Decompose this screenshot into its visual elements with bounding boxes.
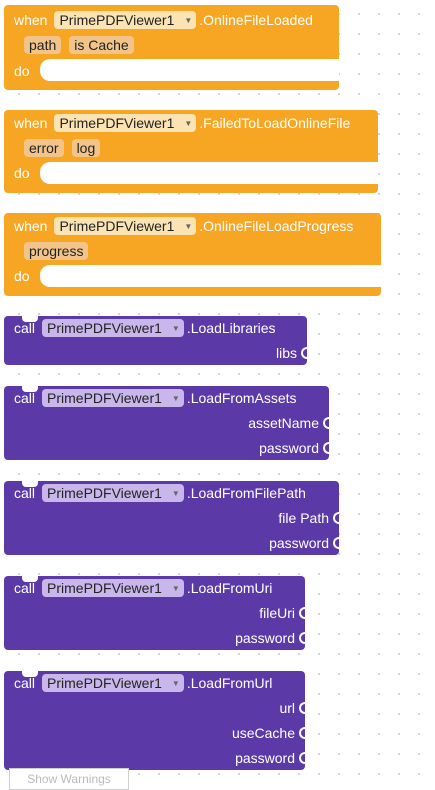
do-statement-slot[interactable] — [40, 59, 339, 81]
component-name: PrimePDFViewer1 — [47, 320, 162, 336]
component-dropdown[interactable]: PrimePDFViewer1 ▼ — [42, 319, 184, 337]
method-name: .LoadFromUri — [186, 580, 273, 596]
do-statement-slot[interactable] — [40, 162, 378, 184]
do-keyword: do — [14, 268, 30, 284]
event-block-online-file-loaded[interactable]: when PrimePDFViewer1▼ .OnlineFileLoaded … — [4, 5, 339, 90]
call-keyword: call — [14, 485, 36, 501]
param-path[interactable]: path — [24, 36, 62, 54]
arg-label-file-path: file Path — [278, 510, 329, 526]
event-name: .OnlineFileLoadProgress — [199, 218, 354, 234]
dropdown-arrow-icon: ▼ — [184, 15, 193, 25]
dropdown-arrow-icon: ▼ — [171, 678, 180, 688]
method-name: .LoadLibraries — [186, 320, 276, 336]
arg-label-password: password — [259, 440, 319, 456]
dropdown-arrow-icon: ▼ — [171, 583, 180, 593]
call-block-load-from-file-path[interactable]: call PrimePDFViewer1▼ .LoadFromFilePath … — [4, 481, 339, 555]
component-name: PrimePDFViewer1 — [59, 12, 175, 28]
block-notch — [22, 481, 38, 487]
arg-label-password: password — [235, 630, 295, 646]
input-socket-file-uri[interactable] — [299, 607, 305, 619]
block-notch — [22, 386, 38, 392]
call-block-load-from-url[interactable]: call PrimePDFViewer1 ▼ .LoadFromUrl url u… — [4, 671, 305, 770]
do-keyword: do — [14, 63, 30, 79]
call-keyword: call — [14, 580, 36, 596]
do-statement-slot[interactable] — [40, 265, 381, 287]
component-name: PrimePDFViewer1 — [47, 485, 162, 501]
dropdown-arrow-icon: ▼ — [171, 488, 180, 498]
input-socket-url[interactable] — [299, 702, 305, 714]
block-notch — [22, 576, 38, 582]
input-socket-password[interactable] — [299, 752, 305, 764]
input-socket-password[interactable] — [299, 632, 305, 644]
component-dropdown[interactable]: PrimePDFViewer1 ▼ — [42, 579, 184, 597]
component-name: PrimePDFViewer1 — [59, 115, 175, 131]
event-block-failed-to-load-online-file[interactable]: when PrimePDFViewer1 ▼ .FailedToLoadOnlin… — [4, 110, 378, 193]
component-dropdown[interactable]: PrimePDFViewer1 ▼ — [54, 217, 197, 235]
call-block-load-from-uri[interactable]: call PrimePDFViewer1 ▼ .LoadFromUri fileU… — [4, 576, 305, 650]
call-block-load-from-assets[interactable]: call PrimePDFViewer1 ▼ .LoadFromAssets as… — [4, 386, 329, 460]
method-name: .LoadFromFilePath — [186, 485, 306, 501]
component-name: PrimePDFViewer1 — [47, 675, 162, 691]
param-error[interactable]: error — [24, 139, 64, 157]
input-socket-use-cache[interactable] — [299, 727, 305, 739]
arg-label-asset-name: assetName — [248, 415, 319, 431]
component-name: PrimePDFViewer1 — [59, 218, 175, 234]
call-keyword: call — [14, 675, 36, 691]
method-name: .LoadFromAssets — [186, 390, 297, 406]
arg-label-file-uri: fileUri — [259, 605, 295, 621]
call-keyword: call — [14, 320, 36, 336]
event-name: .OnlineFileLoaded — [199, 12, 313, 28]
input-socket-password[interactable] — [323, 442, 329, 454]
call-block-load-libraries[interactable]: call PrimePDFViewer1 ▼ .LoadLibraries lib… — [4, 316, 307, 365]
arg-label-libs: libs — [275, 345, 297, 361]
event-block-online-file-load-progress[interactable]: when PrimePDFViewer1 ▼ .OnlineFileLoadPro… — [4, 213, 381, 296]
component-dropdown[interactable]: PrimePDFViewer1 ▼ — [42, 484, 184, 502]
component-dropdown[interactable]: PrimePDFViewer1 ▼ — [54, 114, 197, 132]
input-socket-file-path[interactable] — [333, 512, 339, 524]
input-socket-asset-name[interactable] — [323, 417, 329, 429]
input-socket-password[interactable] — [333, 537, 339, 549]
event-name: .FailedToLoadOnlineFile — [199, 115, 351, 131]
call-keyword: call — [14, 390, 36, 406]
component-dropdown[interactable]: PrimePDFViewer1 ▼ — [54, 11, 197, 29]
when-keyword: when — [14, 115, 48, 131]
do-keyword: do — [14, 165, 30, 181]
input-socket-libs[interactable] — [301, 347, 307, 359]
component-dropdown[interactable]: PrimePDFViewer1 ▼ — [42, 674, 184, 692]
arg-label-url: url — [279, 700, 295, 716]
component-dropdown[interactable]: PrimePDFViewer1 ▼ — [42, 389, 184, 407]
dropdown-arrow-icon: ▼ — [184, 221, 193, 231]
component-name: PrimePDFViewer1 — [47, 580, 162, 596]
block-notch — [22, 671, 38, 677]
arg-label-password: password — [235, 750, 295, 766]
param-progress[interactable]: progress — [24, 242, 89, 260]
show-warnings-button[interactable]: Show Warnings — [9, 768, 129, 790]
dropdown-arrow-icon: ▼ — [184, 118, 193, 128]
arg-label-use-cache: useCache — [231, 725, 295, 741]
when-keyword: when — [14, 12, 48, 28]
arg-label-password: password — [269, 535, 329, 551]
block-notch — [22, 316, 38, 322]
when-keyword: when — [14, 218, 48, 234]
param-is-cache[interactable]: is Cache — [69, 36, 134, 54]
component-name: PrimePDFViewer1 — [47, 390, 162, 406]
dropdown-arrow-icon: ▼ — [171, 323, 180, 333]
method-name: .LoadFromUrl — [186, 675, 273, 691]
dropdown-arrow-icon: ▼ — [171, 393, 180, 403]
param-log[interactable]: log — [71, 139, 101, 157]
